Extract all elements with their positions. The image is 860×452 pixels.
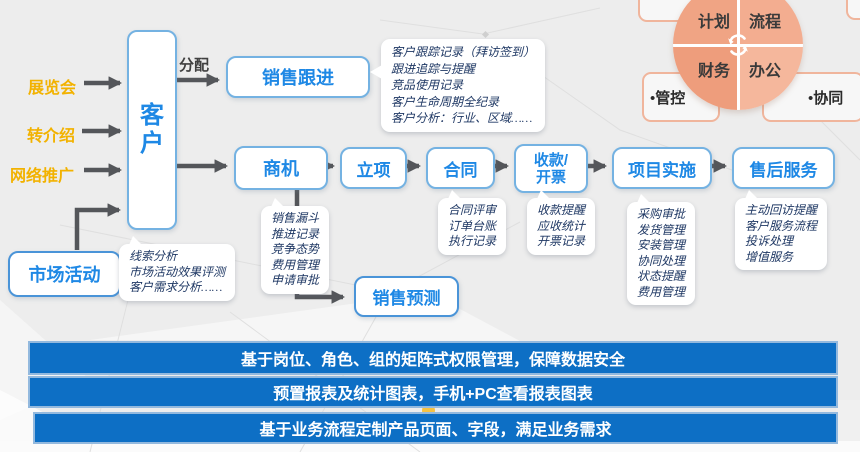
note-line: 采购审批: [637, 207, 686, 221]
note-line: 开票记录: [537, 234, 586, 248]
stage-label: 立项: [356, 160, 391, 180]
stage-project-initiation: 立项: [340, 147, 407, 189]
note-line: 客户生命周期全纪录: [391, 94, 500, 109]
note-line: 客户分析：行业、区域……: [391, 111, 533, 125]
marketing-notes: 线索分析 市场活动效果评测 客户需求分析……: [119, 236, 236, 301]
banner-customization: 基于业务流程定制产品页面、字段，满足业务需求: [33, 412, 838, 444]
note-line: 发货管理: [637, 222, 686, 237]
stage-label: 合同: [443, 160, 478, 180]
note-line: 客户服务流程: [745, 218, 818, 233]
wheel-label-finance: 财务: [697, 63, 730, 80]
stage-label: 售后服务: [749, 160, 818, 180]
arrow-marketing-to-customer: [74, 203, 122, 250]
stage-label: 项目实施: [628, 160, 696, 180]
note-line: 线索分析: [129, 249, 178, 263]
bubble-pointer: [537, 190, 550, 199]
marketing-label: 市场活动: [28, 265, 101, 285]
bubble-pointer: [271, 198, 284, 207]
note-line: 申请审批: [271, 273, 320, 287]
stage-label-line1: 收款/: [533, 151, 569, 169]
after-sales-notes: 主动回访提醒 客户服务流程 投诉处理 增值服务: [735, 190, 828, 270]
wheel-label-process: 流程: [748, 14, 781, 31]
wheel-quadrant-plan: [673, 0, 738, 45]
bubble-pointer: [129, 236, 142, 245]
collaboration-tag: •协同: [808, 91, 844, 107]
forecast-label: 销售预测: [372, 289, 441, 308]
bubble-pointer: [745, 190, 758, 199]
stage-opportunity: 商机: [234, 146, 328, 190]
lead-source-online-promotion: 网络推广: [10, 168, 75, 185]
note-line: 费用管理: [271, 257, 320, 272]
note-line: 推进记录: [271, 226, 320, 241]
stage-project-implementation: 项目实施: [612, 147, 712, 189]
note-line: 投诉处理: [745, 234, 794, 248]
management-wheel: [673, 0, 803, 110]
note-line: 执行记录: [448, 234, 497, 248]
stage-label-line2: 开票: [535, 168, 566, 186]
note-line: 主动回访提醒: [745, 203, 818, 217]
wheel-quadrant-finance: [673, 45, 738, 110]
bubble-pointer: [370, 65, 382, 79]
banner-text: 预置报表及统计图表，手机+PC查看报表图表: [273, 386, 593, 403]
stage-contract: 合同: [426, 147, 495, 189]
sales-followup-notes: 客户跟踪记录（拜访签到） 跟进追踪与提醒 竞品使用记录 客户生命周期全纪录 客户…: [370, 39, 546, 132]
stage-label: 商机: [263, 159, 299, 179]
assign-label: 分配: [179, 57, 210, 74]
implementation-notes: 采购审批 发货管理 安装管理 协同处理 状态提醒 费用管理: [627, 194, 696, 305]
note-line: 客户需求分析……: [129, 280, 223, 294]
lead-source-referral: 转介绍: [27, 128, 76, 145]
stage-payment-invoicing: 收款/ 开票: [514, 144, 588, 193]
banner-text: 基于业务流程定制产品页面、字段，满足业务需求: [259, 422, 612, 439]
stage-after-sales-service: 售后服务: [732, 147, 835, 189]
note-line: 订单台账: [448, 218, 497, 233]
payment-notes: 收款提醒 应收统计 开票记录: [527, 190, 596, 255]
note-line: 费用管理: [637, 284, 686, 299]
sales-followup-box: 销售跟进: [226, 56, 370, 98]
sync-icon: [728, 34, 748, 56]
banner-permission-management: 基于岗位、角色、组的矩阵式权限管理，保障数据安全: [28, 341, 838, 375]
wheel-quadrant-process: [738, 0, 803, 45]
note-line: 客户跟踪记录（拜访签到）: [391, 45, 536, 59]
note-line: 增值服务: [745, 249, 794, 264]
lead-source-exhibition: 展览会: [28, 80, 77, 97]
note-line: 状态提醒: [637, 269, 686, 283]
note-line: 竞争态势: [271, 242, 320, 256]
wheel-quadrant-office: [738, 45, 803, 110]
sales-forecast-box: 销售预测: [354, 276, 459, 317]
note-line: 收款提醒: [537, 203, 586, 217]
wheel-label-plan: 计划: [697, 14, 730, 31]
wheel-frame-top-right: [846, 0, 860, 20]
banner-reports: 预置报表及统计图表，手机+PC查看报表图表: [28, 376, 838, 408]
note-line: 协同处理: [637, 253, 686, 268]
marketing-activity-box: 市场活动: [8, 251, 121, 297]
bubble-pointer: [637, 194, 650, 203]
contract-notes: 合同评审 订单台账 执行记录: [438, 190, 507, 255]
note-line: 销售漏斗: [271, 211, 320, 225]
opportunity-notes: 销售漏斗 推进记录 竞争态势 费用管理 申请审批: [261, 198, 330, 294]
bubble-pointer: [448, 190, 461, 199]
sales-followup-label: 销售跟进: [262, 68, 334, 88]
wheel-divider-horizontal: [673, 43, 803, 47]
control-tag: •管控: [650, 91, 686, 107]
customer-label: 客户: [139, 102, 164, 157]
note-line: 竞品使用记录: [391, 78, 464, 92]
note-line: 市场活动效果评测: [129, 264, 226, 279]
note-line: 合同评审: [448, 203, 497, 217]
customer-box: 客户: [127, 30, 177, 230]
note-line: 跟进追踪与提醒: [391, 61, 476, 76]
note-line: 应收统计: [537, 218, 586, 233]
wheel-label-office: 办公: [748, 63, 781, 80]
note-line: 安装管理: [637, 238, 686, 252]
banner-text: 基于岗位、角色、组的矩阵式权限管理，保障数据安全: [240, 352, 625, 369]
